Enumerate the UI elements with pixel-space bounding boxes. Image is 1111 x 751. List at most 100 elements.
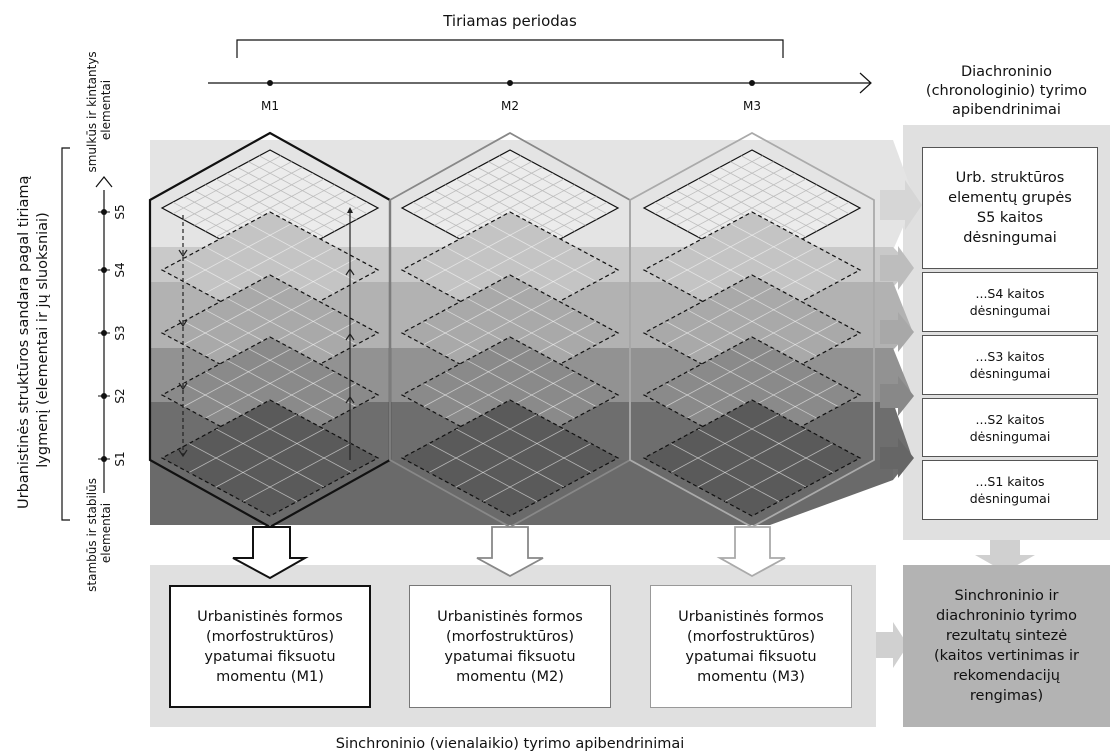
synchronic-box-m2: Urbanistinės formos (morfostruktūros) yp…: [409, 585, 611, 708]
synchronic-box-m1: Urbanistinės formos (morfostruktūros) yp…: [169, 585, 371, 708]
left-axis-label: Urbanistinės struktūros sandara pagal ti…: [16, 171, 51, 509]
diachronic-box-s1-text: ...S1 kaitos dėsningumai: [969, 474, 1051, 506]
diamond-grid-line: [665, 286, 774, 345]
period-bracket: [236, 39, 784, 58]
bottom-label: Sinchroninio (vienalaikio) tyrimo apiben…: [336, 736, 685, 751]
diamond-grid-line: [687, 297, 796, 357]
diachronic-box-s3-text: ...S3 kaitos dėsningumai: [969, 349, 1051, 381]
right-arrow-synthesis: [876, 622, 908, 668]
diamond-grid-line: [665, 348, 774, 407]
diamond-grid-line: [499, 155, 608, 215]
diamond-grid-line: [466, 297, 575, 357]
level-label-s1: S1: [113, 451, 127, 466]
diamond-grid-line: [719, 167, 828, 226]
diamond-grid-line: [708, 297, 817, 357]
diamond-grid-line: [730, 286, 839, 345]
moment-label-m3: M3: [743, 99, 761, 113]
diamond-grid-line: [423, 223, 532, 282]
diachronic-box-s4: ...S4 kaitos dėsningumai: [922, 272, 1098, 332]
top-scale-line-1: smulkūs ir kintantys: [85, 51, 99, 172]
diamond-grid-line: [248, 286, 357, 345]
arrow-to-s1: [880, 438, 914, 478]
up-chevrons: [345, 267, 355, 404]
diachronic-box-s4-text: ...S4 kaitos dėsningumai: [969, 286, 1051, 318]
diamond-grid-line: [730, 223, 839, 282]
diamond-grid-line: [708, 359, 817, 419]
diachronic-box-s2-text: ...S2 kaitos dėsningumai: [969, 411, 1051, 444]
diamond-grid-line: [466, 234, 575, 294]
diamond-grid-line: [455, 178, 565, 238]
diamond-grid-line: [477, 167, 586, 226]
diamond-grid-line: [482, 414, 592, 473]
diamond-grid-line: [488, 286, 597, 345]
level-label-s4: S4: [113, 262, 127, 277]
arrow-to-s4: [880, 246, 914, 290]
bottom-scale-line-2: elementai: [99, 503, 113, 563]
diachronic-box-s1: ...S1 kaitos dėsningumai: [922, 460, 1098, 520]
left-axis-line-1: Urbanistinės struktūros sandara pagal ti…: [16, 176, 32, 509]
diamond-grid-line: [708, 172, 817, 232]
diamond-grid-line: [466, 359, 575, 419]
diamond-grid-line: [205, 234, 314, 294]
bottom-scale-line-1: stambūs ir stabilūs: [85, 478, 99, 592]
diamond-grid-line: [708, 234, 817, 294]
diamond-grid-line: [226, 172, 335, 232]
moment-label-m1: M1: [261, 99, 279, 113]
diamond-grid-line: [697, 178, 807, 238]
diamond-grid-line: [445, 359, 554, 419]
diamond-grid-line: [665, 223, 774, 282]
diamond-grid-line: [466, 172, 575, 232]
synchronic-box-m1-text: Urbanistinės formos (morfostruktūros) yp…: [197, 608, 343, 685]
diamond-grid-line: [205, 359, 314, 419]
top-scale-label: smulkūs ir kintantys elementai: [85, 47, 113, 172]
diamond-grid-line: [183, 286, 292, 345]
diamond-grid-line: [724, 443, 834, 502]
level-label-s2: S2: [113, 388, 127, 403]
down-chevrons: [178, 249, 188, 458]
layer-diamonds: [160, 149, 862, 517]
diamond-grid-line: [226, 234, 335, 294]
diachronic-box-s5-text: Urb. struktūros elementų grupės S5 kaito…: [948, 170, 1072, 246]
diamond-grid-line: [183, 223, 292, 282]
diamond-grid-line: [445, 297, 554, 357]
bottom-scale-label: stambūs ir stabilūs elementai: [85, 474, 113, 592]
diamond-grid-line: [687, 359, 796, 419]
moment-dot-m3: [749, 80, 755, 86]
diamond-grid-line: [697, 428, 807, 488]
diamond-grid-line: [248, 223, 357, 282]
left-axis-arrowhead: [95, 176, 113, 188]
diamond-grid-line: [237, 167, 346, 226]
diamond-grid-line: [482, 443, 592, 502]
arrow-to-s3: [880, 312, 914, 352]
diamond-grid-line: [687, 234, 796, 294]
diamond-grid-line: [248, 161, 357, 220]
level-label-s3: S3: [113, 325, 127, 340]
diamond-grid-line: [215, 428, 325, 488]
diamond-grid-line: [226, 297, 335, 357]
diamond-grid-line: [423, 286, 532, 345]
diamond-grid-line: [730, 348, 839, 407]
diamond-grid-line: [488, 348, 597, 407]
down-arrow-m1: [232, 526, 309, 580]
diamond-grid-line: [488, 223, 597, 282]
top-label: Tiriamas periodas: [442, 12, 577, 30]
diamond-grid-line: [488, 161, 597, 220]
diachronic-header: Diachroninio (chronologinio) tyrimo apib…: [903, 58, 1110, 124]
diamond-grid-line: [215, 178, 325, 238]
diamond-grid-line: [423, 348, 532, 407]
diamond-grid-line: [445, 234, 554, 294]
diachronic-box-s5: Urb. struktūros elementų grupės S5 kaito…: [922, 147, 1098, 269]
top-scale-line-2: elementai: [99, 80, 113, 140]
column-m3-outline: [629, 131, 875, 529]
diamond-grid-line: [205, 297, 314, 357]
diamond-grid-line: [741, 155, 850, 215]
synchronic-box-m3-text: Urbanistinės formos (morfostruktūros) yp…: [678, 608, 824, 685]
moment-label-m2: M2: [501, 99, 519, 113]
diamond-grid-line: [242, 414, 352, 473]
diamond-grid-line: [183, 348, 292, 407]
diamond-grid-line: [724, 414, 834, 473]
arrow-to-s2: [880, 376, 914, 416]
synthesis-box: Sinchroninio ir diachroninio tyrimo rezu…: [903, 565, 1110, 727]
synthesis-box-text: Sinchroninio ir diachroninio tyrimo rezu…: [934, 588, 1079, 704]
